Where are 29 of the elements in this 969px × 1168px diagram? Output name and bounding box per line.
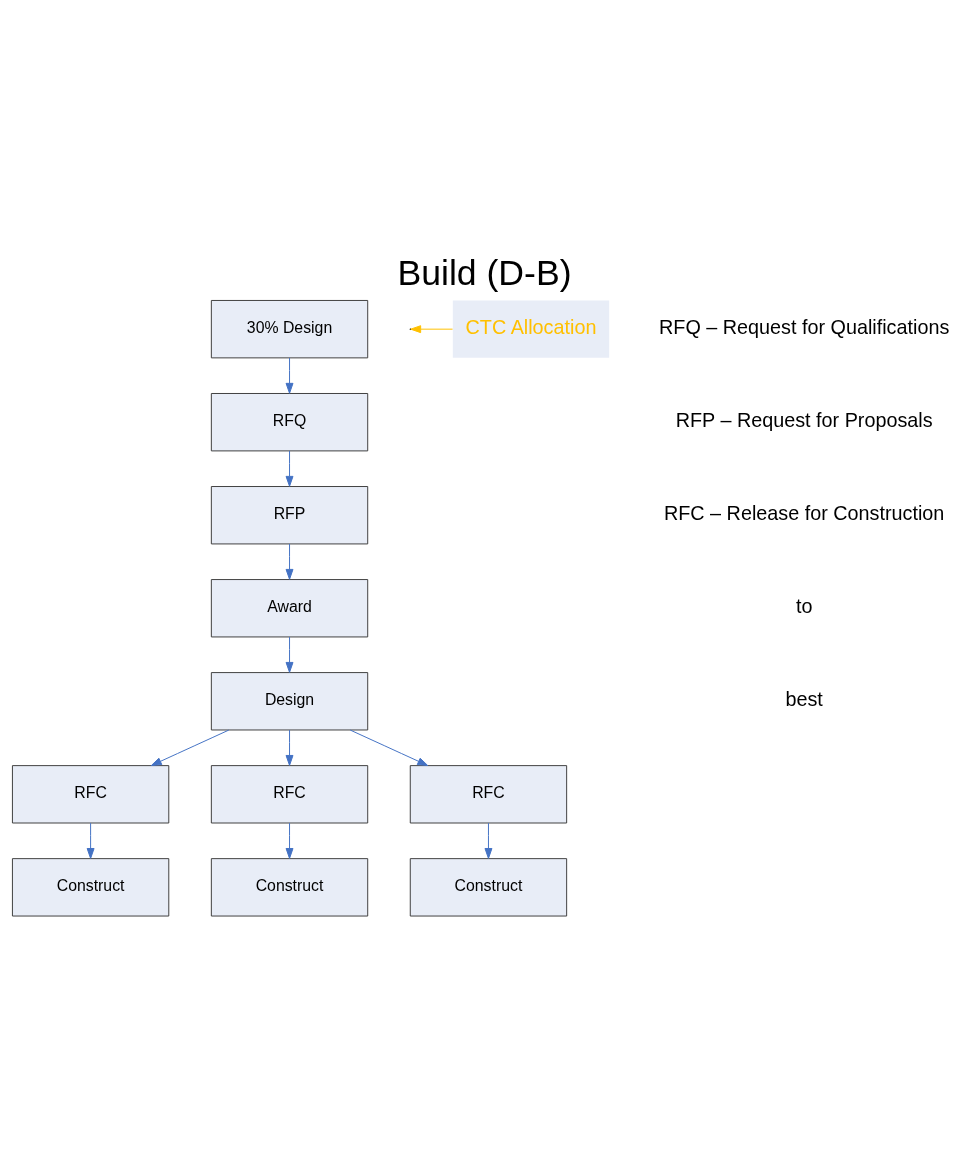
node-box: Construct [11, 857, 170, 917]
label: RFC – Release for Construction [663, 501, 945, 524]
node-box: Award [210, 578, 369, 637]
label: best [785, 687, 823, 710]
arrow [150, 729, 230, 766]
node-box: CTC Allocation [452, 299, 610, 358]
arrow [285, 822, 294, 859]
arrow [285, 729, 294, 766]
node-box: Construct [210, 857, 369, 917]
arrow [410, 324, 454, 333]
node-box: RFC [409, 764, 568, 823]
arrow [349, 729, 429, 766]
node-box: 30% Design [210, 299, 369, 358]
label: to [795, 594, 813, 617]
node-box: RFC [210, 764, 369, 823]
node-box: RFP [210, 485, 369, 544]
diagram-title: Build (D-B) [397, 252, 572, 293]
label: RFP – Request for Proposals [675, 408, 933, 431]
label: RFQ – Request for Qualifications [659, 315, 950, 338]
node-box: Construct [409, 857, 568, 917]
node-box: RFQ [210, 392, 369, 451]
node-box: Design [210, 671, 369, 730]
arrow [86, 822, 95, 859]
arrow [285, 356, 294, 394]
arrow [484, 822, 493, 859]
arrow [285, 543, 294, 580]
arrow [285, 636, 294, 673]
arrow [285, 450, 294, 487]
node-box: RFC [11, 764, 170, 823]
